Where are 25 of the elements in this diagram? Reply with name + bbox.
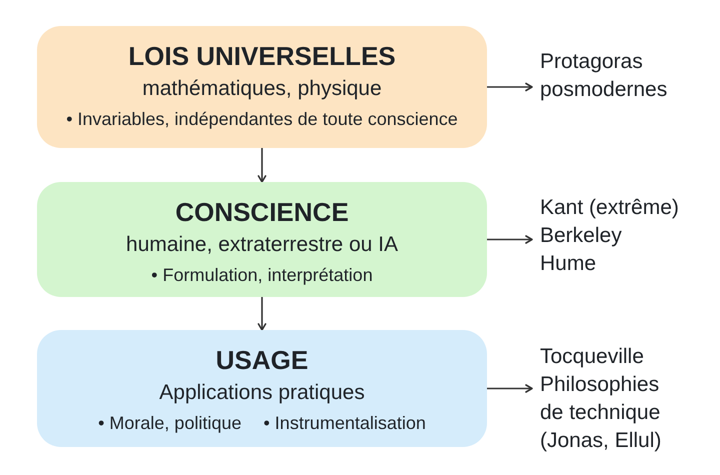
category-box — [37, 182, 487, 297]
category-box — [37, 330, 487, 447]
arrow — [487, 235, 533, 244]
bullet-item: • Instrumentalisation — [264, 412, 426, 435]
arrow — [487, 82, 533, 92]
box-subtitle: mathématiques, physique — [142, 76, 382, 102]
arrow — [258, 297, 266, 331]
arrow — [487, 384, 533, 393]
bullet-item: • Morale, politique — [98, 412, 242, 435]
arrow — [258, 148, 266, 183]
box-title: USAGE — [216, 345, 308, 375]
box-subtitle: Applications pratiques — [159, 380, 365, 406]
box-title: CONSCIENCE — [175, 197, 349, 227]
category-box — [37, 26, 487, 148]
box-title: LOIS UNIVERSELLES — [128, 41, 396, 71]
thinker-reference: Tocqueville — [540, 344, 644, 370]
thinker-reference: Berkeley — [540, 223, 622, 249]
thinker-reference: posmodernes — [540, 77, 668, 103]
box-subtitle: humaine, extraterrestre ou IA — [126, 232, 398, 258]
thinker-reference: Kant (extrême) — [540, 195, 679, 221]
thinker-reference: Philosophies de technique (Jonas, Ellul) — [540, 372, 662, 454]
bullet-item: • Formulation, interprétation — [151, 264, 373, 287]
bullet-item: • Invariables, indépendantes de toute conscience — [66, 108, 458, 131]
thinker-reference: Hume — [540, 251, 596, 277]
thinker-reference: Protagoras — [540, 49, 643, 75]
